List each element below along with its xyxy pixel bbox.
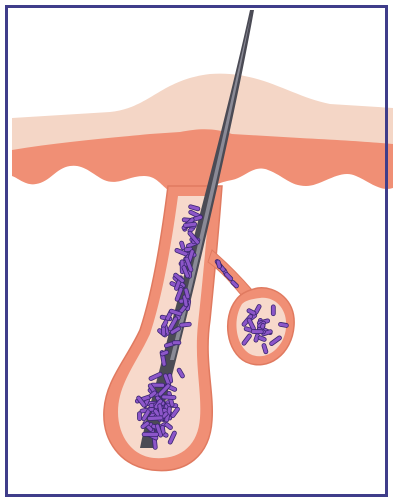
- bacterium: [162, 395, 176, 400]
- bacterium: [142, 432, 159, 436]
- bacterium: [161, 327, 165, 336]
- bacterium: [147, 416, 163, 421]
- bacterium: [251, 329, 263, 333]
- bacterium: [137, 412, 141, 421]
- bacterium: [172, 341, 181, 345]
- bacterium: [179, 322, 191, 327]
- bacterium: [271, 305, 275, 316]
